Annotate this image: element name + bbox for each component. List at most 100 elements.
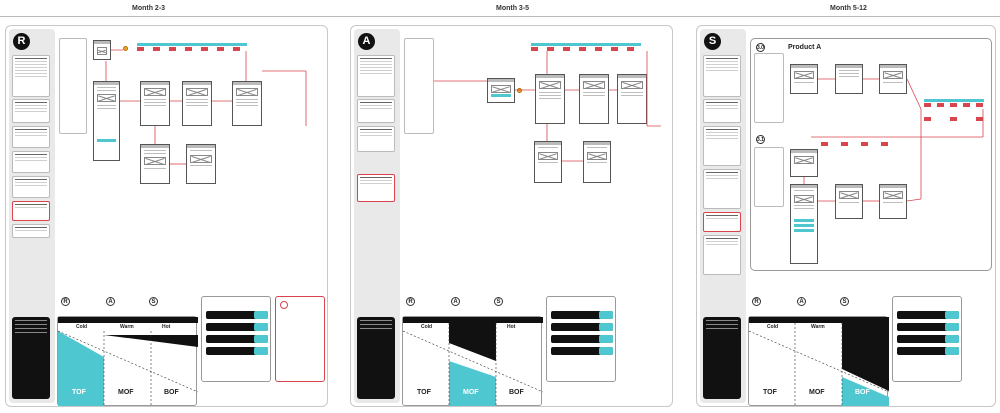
act-panel: A 2 R A S Cold	[350, 25, 673, 407]
funnel-diagram: Cold Warm Hot TOF MOF BOF	[402, 316, 543, 406]
product-frame: Product A 3.0 3.1	[750, 38, 992, 271]
sidebar-card	[12, 99, 50, 123]
ad-row-strip	[531, 43, 641, 46]
column-header-month-3-5: Month 3-5	[496, 5, 530, 12]
ad-block	[137, 47, 144, 51]
sidebar-card	[12, 126, 50, 148]
wireframe-page	[535, 74, 565, 124]
budget-table	[892, 296, 962, 382]
flow-node	[517, 88, 522, 93]
wireframe-page	[879, 64, 907, 94]
column-header-month-2-3: Month 2-3	[132, 5, 166, 12]
ad-block	[950, 117, 957, 121]
ad-block	[861, 142, 868, 146]
wireframe-page	[186, 144, 216, 184]
ad-row-strip	[924, 99, 984, 102]
ad-block	[563, 47, 570, 51]
funnel-bof-label: BOF	[855, 389, 870, 396]
act-sidebar: A	[354, 29, 400, 403]
reach-rate-badge: R	[406, 297, 415, 306]
funnel-mof-label: MOF	[809, 389, 825, 396]
funnel-tof-label: TOF	[763, 389, 777, 396]
reach-flow-connectors	[105, 49, 307, 165]
ad-block	[937, 103, 944, 107]
ad-block	[924, 117, 931, 121]
act-flow-connectors	[434, 51, 661, 162]
budget-pill	[599, 311, 613, 319]
product-title: Product A	[788, 44, 822, 51]
budget-pill	[945, 323, 959, 331]
wireframe-page	[835, 184, 863, 219]
ad-block	[185, 47, 192, 51]
funnel-warm-label: Warm	[120, 324, 134, 330]
funnel-cold-label: Cold	[76, 324, 88, 330]
audience-column	[754, 147, 784, 207]
ad-block	[976, 103, 983, 107]
sidebar-summary-block	[703, 317, 741, 399]
audience-column	[59, 38, 87, 134]
ad-block	[531, 47, 538, 51]
wireframe-page	[182, 81, 212, 126]
sidebar-summary-block	[357, 317, 395, 399]
funnel-hot-label: Hot	[507, 324, 516, 330]
sell-sidebar: S	[700, 29, 746, 403]
ad-block	[579, 47, 586, 51]
reach-stage-logo: R	[13, 33, 30, 50]
budget-row	[551, 347, 613, 355]
reach-rate-badge: R	[752, 297, 761, 306]
reach-sidebar: R	[9, 29, 55, 403]
sidebar-card	[703, 235, 741, 275]
budget-pill	[945, 311, 959, 319]
ad-block	[153, 47, 160, 51]
budget-pill	[599, 323, 613, 331]
ad-block	[821, 142, 828, 146]
sidebar-card	[12, 176, 50, 198]
wireframe-page	[579, 74, 609, 124]
funnel-shapes	[58, 330, 198, 406]
sidebar-card	[12, 151, 50, 173]
reach-panel: R 1	[5, 25, 328, 407]
ad-block	[217, 47, 224, 51]
funnel-shapes	[749, 323, 889, 406]
ad-block	[169, 47, 176, 51]
act-rate-badge: A	[106, 297, 115, 306]
column-header-month-5-12: Month 5-12	[830, 5, 867, 12]
budget-row	[206, 347, 268, 355]
budget-row	[551, 311, 613, 319]
wireframe-page	[140, 144, 170, 184]
act-rate-badge: A	[797, 297, 806, 306]
funnel-cold-label: Cold	[767, 324, 779, 330]
wireframe-page	[487, 78, 515, 103]
sidebar-card	[703, 55, 741, 97]
wireframe-page	[790, 184, 818, 264]
budget-row	[551, 323, 613, 331]
ad-block	[924, 103, 931, 107]
funnel-warm-label: Warm	[811, 324, 825, 330]
budget-pill	[945, 335, 959, 343]
funnel-mof-label: MOF	[118, 389, 134, 396]
funnel-bof-label: BOF	[164, 389, 179, 396]
sidebar-card	[12, 55, 50, 97]
budget-pill	[599, 347, 613, 355]
funnel-mof-label: MOF	[463, 389, 479, 396]
audience-column	[754, 53, 784, 123]
budget-pill	[599, 335, 613, 343]
sidebar-card-highlight	[357, 174, 395, 202]
funnel-tof-label: TOF	[417, 389, 431, 396]
budget-row	[206, 335, 268, 343]
budget-row	[897, 311, 959, 319]
sidebar-card	[703, 169, 741, 209]
ad-block	[963, 103, 970, 107]
funnel-shapes	[403, 323, 543, 406]
sidebar-card	[703, 99, 741, 123]
act-rate-badge: A	[451, 297, 460, 306]
ad-block	[976, 117, 983, 121]
sidebar-card	[12, 224, 50, 238]
wireframe-page	[93, 40, 111, 60]
ad-block	[201, 47, 208, 51]
ad-block	[547, 47, 554, 51]
sidebar-card	[357, 126, 395, 152]
sell-panel: S Product A 3.0 3.1	[696, 25, 996, 407]
notes-card	[275, 296, 325, 382]
ad-block	[611, 47, 618, 51]
